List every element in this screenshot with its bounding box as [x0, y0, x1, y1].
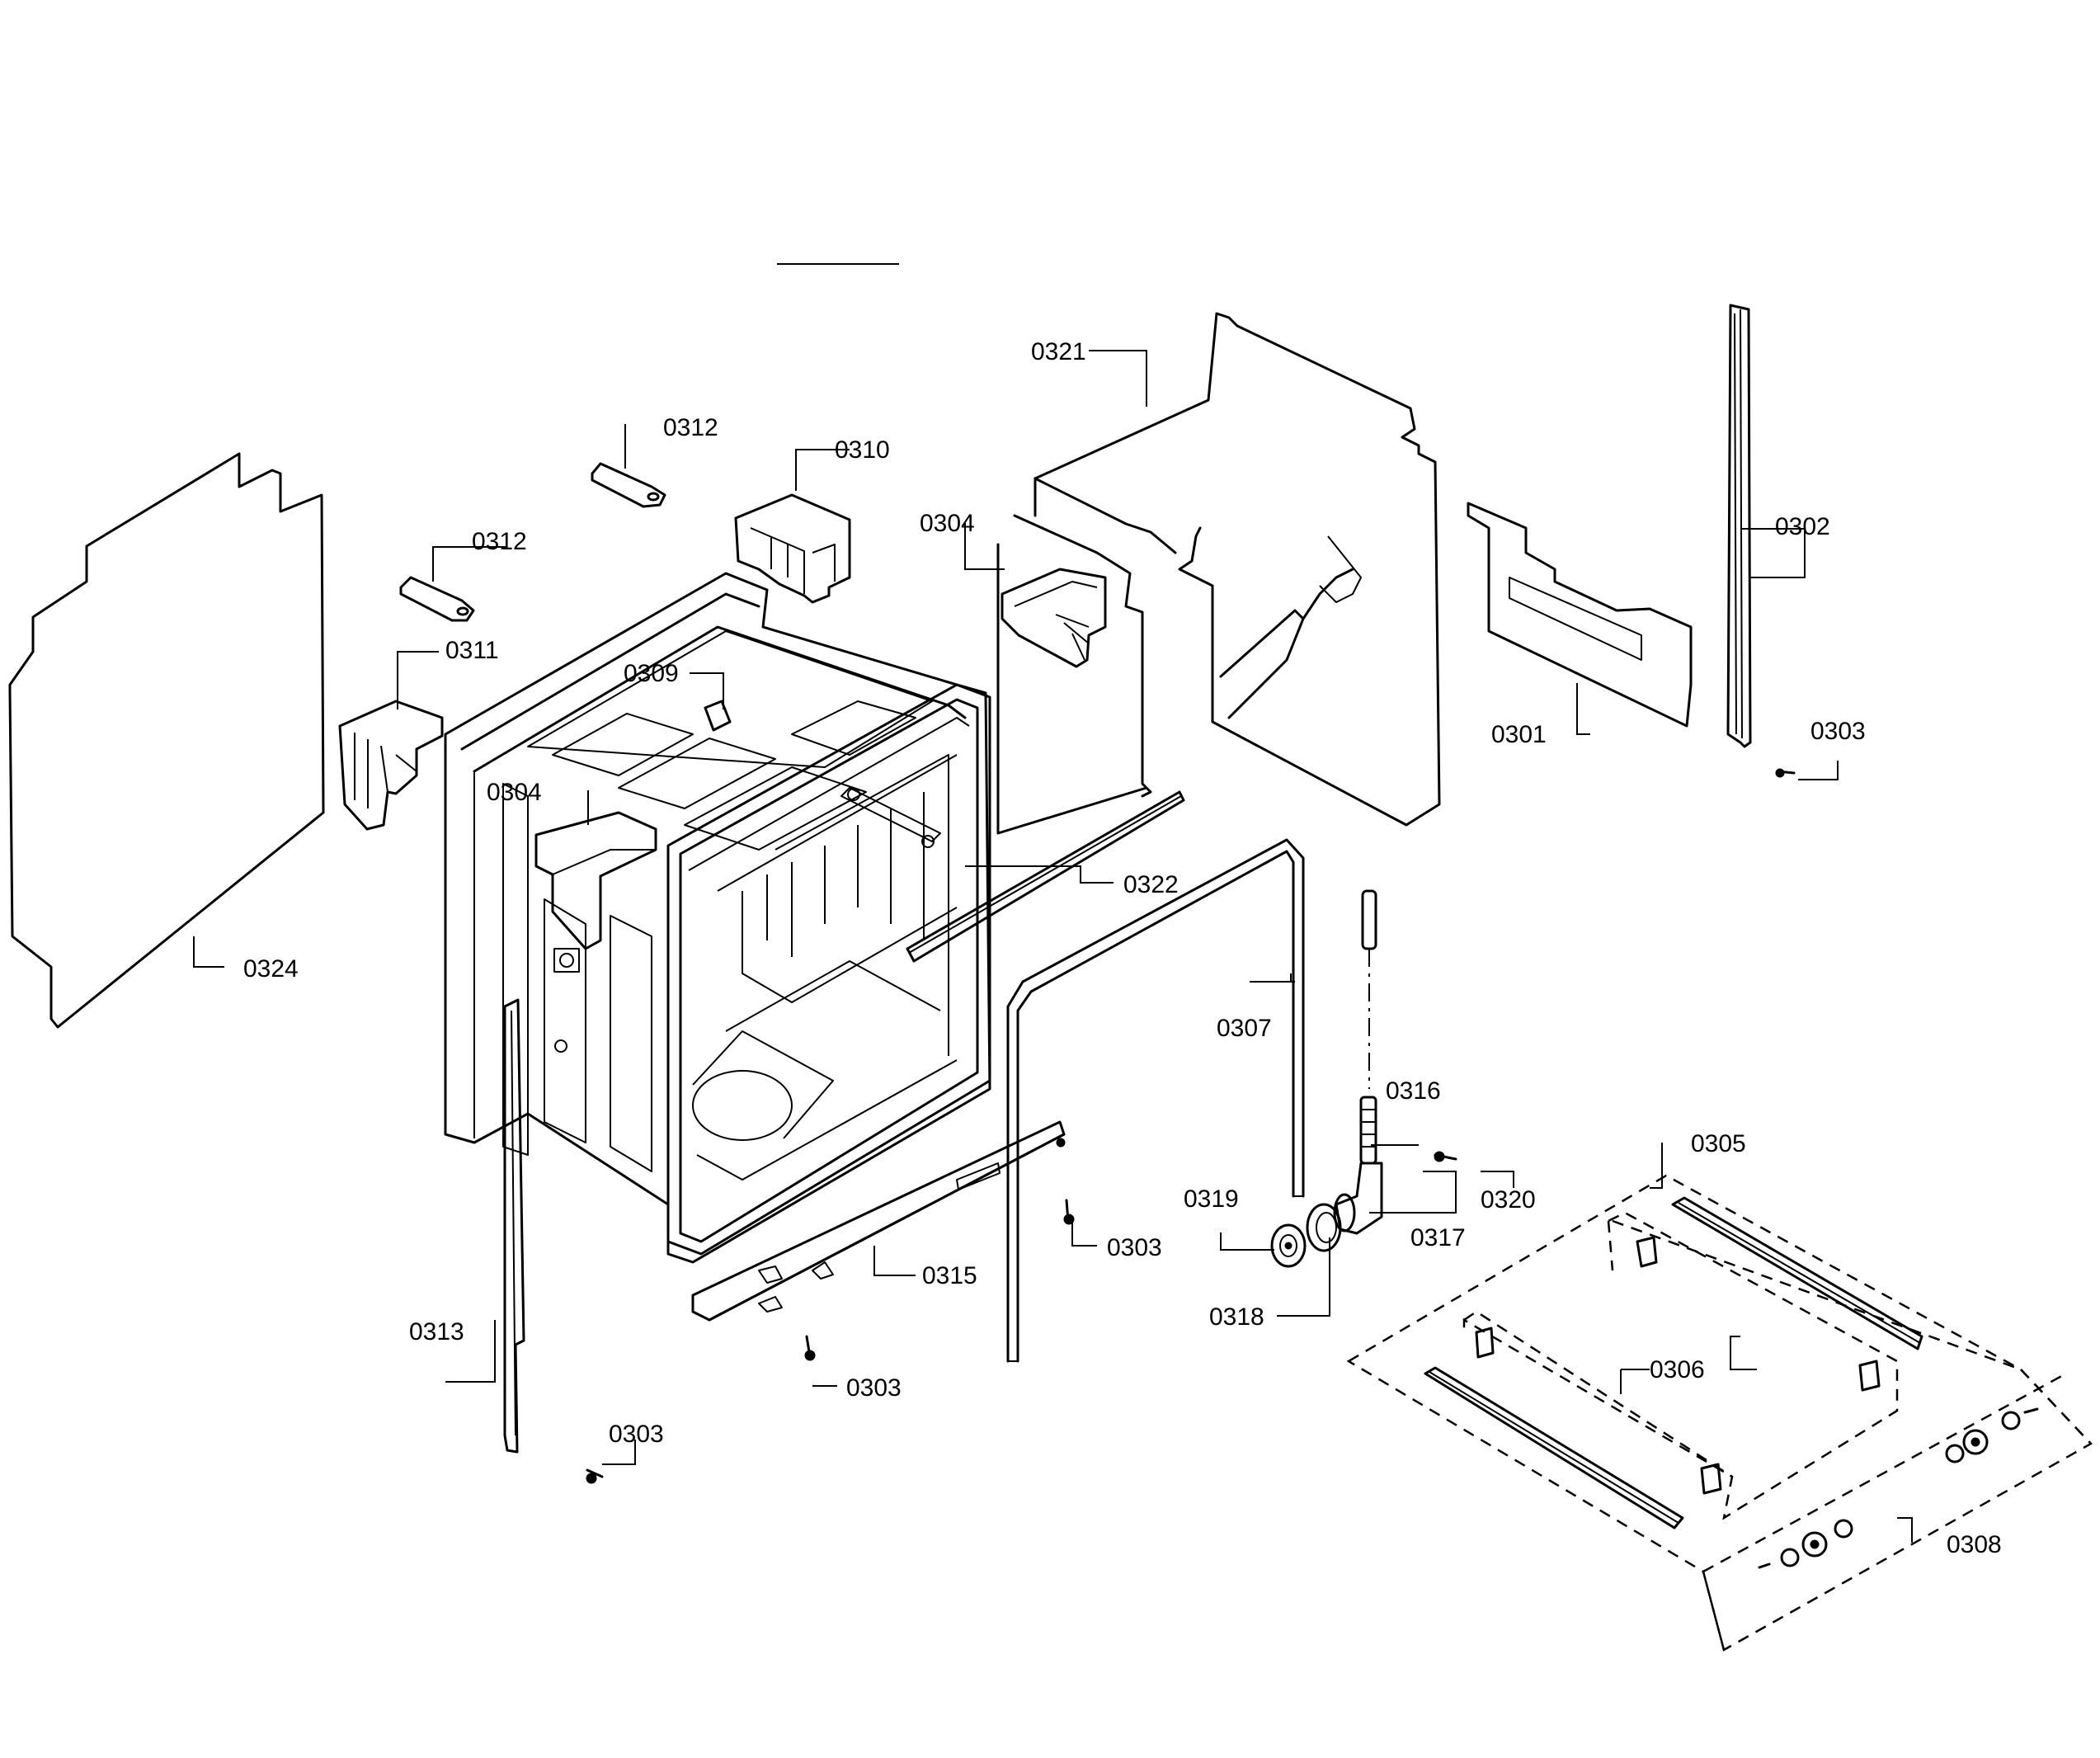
screw-0303-right — [1775, 768, 1796, 778]
bracket-0304-upper — [1001, 568, 1107, 668]
screw-0303-left — [586, 1468, 604, 1484]
label-0316: 0316 — [1386, 1077, 1441, 1105]
label-0321: 0321 — [1031, 338, 1086, 365]
door-seal-0307 — [1006, 838, 1305, 1363]
trim-strip-0313 — [503, 998, 525, 1454]
hose-0316 — [1359, 889, 1377, 1165]
label-0312-upper: 0312 — [663, 414, 718, 441]
label-0303-left: 0303 — [609, 1421, 664, 1448]
base-plate-0315 — [691, 1120, 1066, 1322]
rail-0302 — [1726, 304, 1752, 748]
label-0307: 0307 — [1217, 1015, 1272, 1042]
label-0303-right: 0303 — [1810, 718, 1866, 745]
side-panel-0324 — [8, 452, 325, 1029]
elbow-0317 — [1333, 1162, 1383, 1235]
label-0304-upper: 0304 — [920, 510, 975, 537]
label-0320: 0320 — [1481, 1186, 1536, 1214]
label-0302: 0302 — [1775, 513, 1830, 540]
label-0303-bottom: 0303 — [846, 1374, 902, 1402]
label-0312-lower: 0312 — [472, 528, 527, 555]
label-0318: 0318 — [1209, 1303, 1264, 1331]
label-0319: 0319 — [1184, 1185, 1239, 1213]
ring-0318 — [1306, 1203, 1342, 1252]
bracket-0304-lower — [534, 811, 657, 1053]
screw-0303-bottom — [804, 1335, 816, 1361]
label-0315: 0315 — [922, 1262, 977, 1289]
panel-0301 — [1467, 502, 1693, 728]
label-0324: 0324 — [243, 955, 299, 983]
screw-0320 — [1434, 1151, 1457, 1162]
label-0305: 0305 — [1691, 1130, 1746, 1157]
label-0308: 0308 — [1947, 1531, 2002, 1558]
label-0317: 0317 — [1410, 1224, 1466, 1251]
grommet-0319 — [1270, 1223, 1307, 1268]
screw-0303-mid — [1063, 1199, 1075, 1225]
label-0304-lower: 0304 — [487, 779, 542, 806]
label-0322: 0322 — [1123, 871, 1179, 898]
clip-0312-lower — [399, 576, 475, 622]
label-0306: 0306 — [1650, 1356, 1705, 1383]
label-0313: 0313 — [409, 1318, 464, 1346]
strip-0322 — [906, 790, 1185, 963]
callout-labels: 0321 0312 0310 0312 0304 0302 0311 0309 … — [243, 338, 2002, 1558]
base-frame-0308 — [1346, 1174, 2093, 1652]
bracket-0311 — [338, 700, 444, 831]
insulation-0321 — [996, 312, 1441, 835]
label-0301: 0301 — [1491, 721, 1547, 748]
label-0310: 0310 — [835, 436, 890, 464]
label-0311: 0311 — [445, 637, 499, 664]
clip-0312-upper — [591, 462, 666, 508]
label-0309: 0309 — [624, 660, 679, 687]
leader-lines — [193, 350, 1913, 1543]
screw-tub — [1056, 1138, 1066, 1148]
bracket-0310 — [734, 493, 851, 604]
tub-0309 — [444, 572, 991, 1264]
label-0303-mid: 0303 — [1107, 1234, 1162, 1261]
